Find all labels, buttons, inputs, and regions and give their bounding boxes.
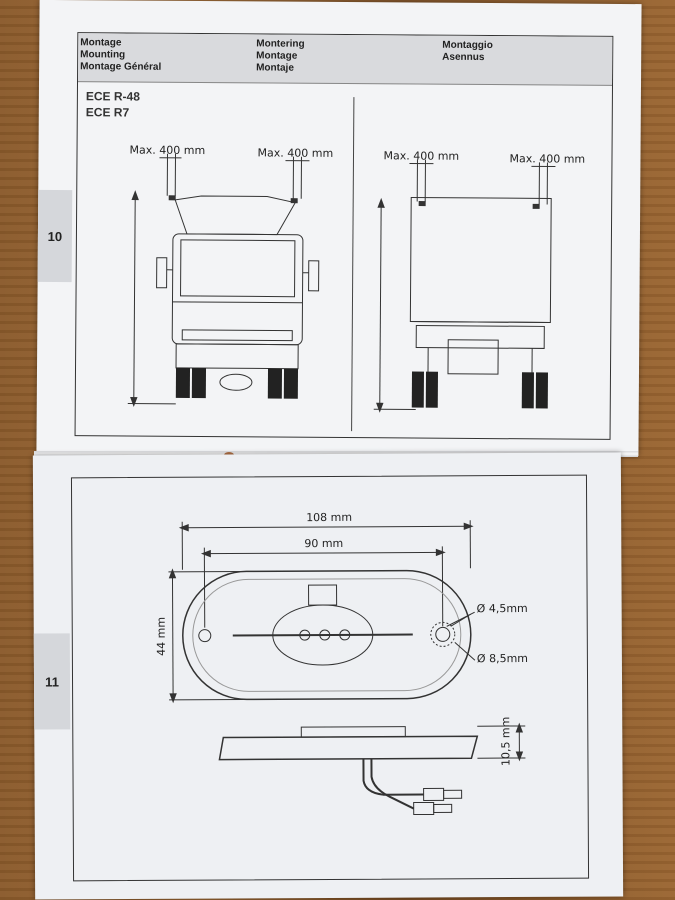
lamp-side-view-drawing: [218, 722, 526, 816]
lamp-top-view-drawing: [168, 520, 476, 704]
lamp-dimensions-frame: 108 mm 90 mm 44 mm Ø 4,5mm Ø 8,5mm 10,5 …: [70, 474, 590, 882]
page-number-tab-11: 11: [33, 633, 71, 730]
mounting-diagram-frame: Montage Mounting Montage Général Monteri…: [74, 32, 614, 440]
truck-front-view: [127, 153, 320, 407]
page-number-tab-10: 10: [37, 189, 73, 283]
page-11: 11 108 mm 90 mm 44 mm Ø 4,5mm Ø 8,5mm 10…: [32, 452, 624, 900]
trailer-rear-view: [373, 159, 556, 413]
page-10: 10 Montage Mounting Montage Général Mont…: [36, 0, 642, 457]
divider-line: [351, 97, 355, 432]
